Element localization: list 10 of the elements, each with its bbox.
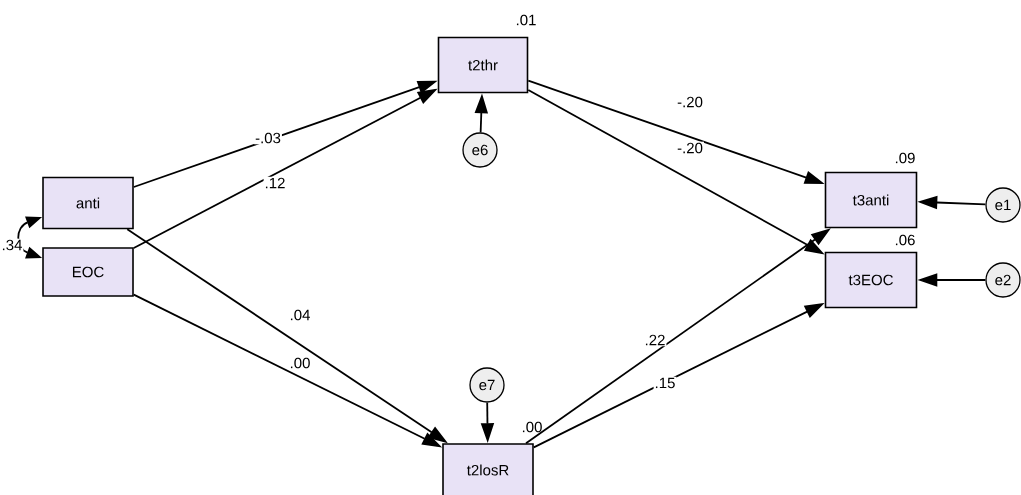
- r-squared-label: .09: [895, 152, 915, 164]
- variable-box: t3anti: [824, 171, 918, 229]
- variable-box: t3EOC: [824, 251, 918, 309]
- variable-box: EOC: [42, 247, 134, 297]
- variable-box: t2thr: [437, 36, 529, 94]
- r-squared-label: .06: [895, 234, 915, 246]
- variable-box: t2losR: [442, 443, 534, 495]
- variable-box: anti: [42, 176, 134, 230]
- r-squared-label: .00: [522, 421, 542, 433]
- r-squared-label: .01: [516, 14, 536, 26]
